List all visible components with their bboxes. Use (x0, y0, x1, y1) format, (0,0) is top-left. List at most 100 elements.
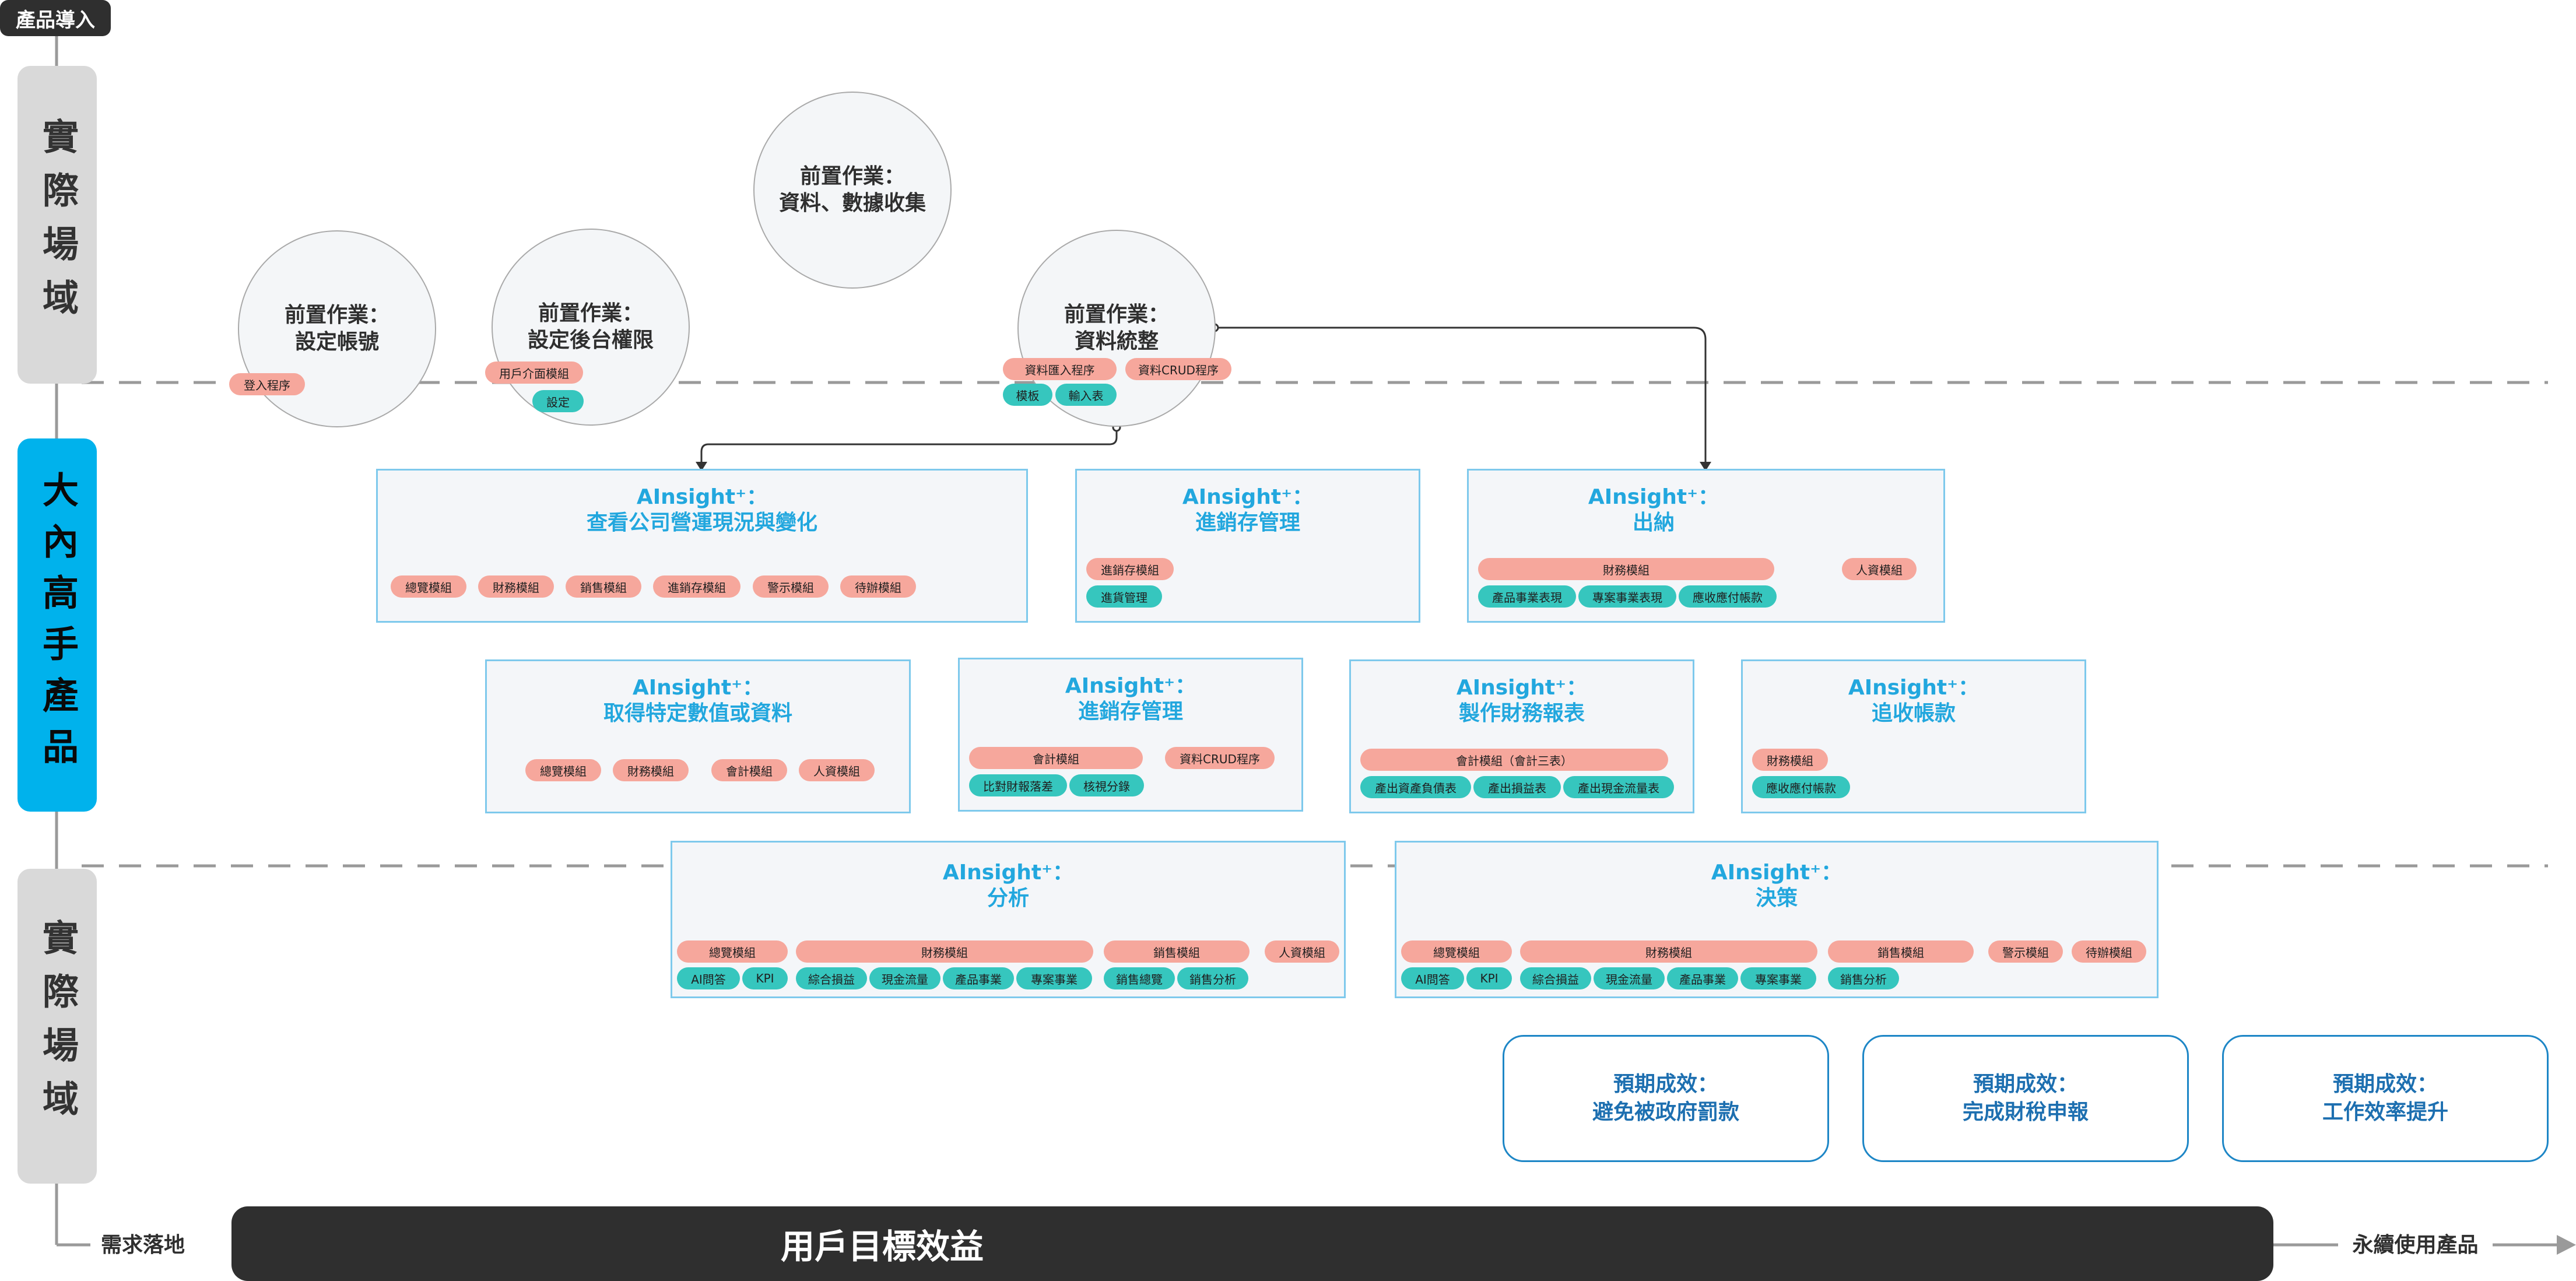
tag: AI問答 (677, 967, 740, 989)
card-specific-values[interactable]: AInsight⁺：取得特定數值或資料 總覽模組 財務模組 會計模組 人資模組 (485, 659, 911, 813)
card-company-overview[interactable]: AInsight⁺：查看公司營運現況與變化 總覽模組 財務模組 銷售模組 進銷存… (376, 469, 1028, 623)
tag: 產品事業 (1667, 967, 1738, 989)
product-intro-label: 產品導入 (0, 0, 111, 36)
card-title: AInsight⁺：決策 (1711, 861, 1842, 910)
tag-input-sheet: 輸入表 (1055, 384, 1117, 406)
tag-data-crud: 資料CRUD程序 (1125, 358, 1231, 380)
tag: 綜合損益 (1520, 967, 1591, 989)
tag: 銷售模組 (566, 575, 641, 598)
tag: 比對財報落差 (969, 774, 1067, 796)
tag: 進銷存模組 (1086, 558, 1174, 580)
side-band-text: 實際場域 (36, 919, 79, 1133)
tag: 核視分錄 (1069, 774, 1144, 796)
tag: 人資模組 (799, 759, 875, 781)
card-title: AInsight⁺：查看公司營運現況與變化 (586, 485, 817, 535)
tag: 專案事業 (1740, 967, 1816, 989)
card-title: AInsight⁺：取得特定數值或資料 (603, 676, 792, 725)
outcome-line: 預期成效： (1973, 1072, 2078, 1096)
card-analysis[interactable]: AInsight⁺：分析 總覽模組 財務模組 銷售模組 人資模組 AI問答 KP… (671, 841, 1346, 998)
sustained-use-label: 永續使用產品 (2338, 1230, 2493, 1261)
tag-settings: 設定 (532, 390, 584, 412)
circle-title-line: 資料、數據收集 (778, 191, 926, 215)
outcome-line: 避免被政府罰款 (1592, 1100, 1739, 1124)
tag: 會計模組 (969, 747, 1143, 769)
outcome-avoid-fines: 預期成效： 避免被政府罰款 (1503, 1035, 1829, 1162)
tag: 進貨管理 (1086, 585, 1162, 608)
card-inventory-reconcile[interactable]: AInsight⁺：進銷存管理 會計模組 資料CRUD程序 比對財報落差 核視分… (958, 658, 1303, 812)
card-inventory-management[interactable]: AInsight⁺：進銷存管理 進銷存模組 進貨管理 (1075, 469, 1420, 623)
tag: KPI (742, 967, 788, 989)
circle-title-line: 前置作業： (284, 303, 389, 327)
tag: 總覽模組 (1401, 940, 1512, 963)
circle-title-line: 前置作業： (1064, 303, 1169, 327)
side-band-text: 大內高手產品 (36, 471, 79, 779)
tag: 產品事業表現 (1478, 585, 1576, 608)
circle-title-line: 資料統整 (1074, 329, 1159, 353)
card-title: AInsight⁺：分析 (942, 861, 1074, 910)
tag-data-import: 資料匯入程序 (1003, 358, 1117, 380)
connector-to-overview (700, 429, 1118, 464)
connector-to-cashier (1215, 327, 1707, 464)
circle-title-line: 設定帳號 (294, 330, 379, 354)
circle-title-line: 前置作業： (538, 301, 643, 325)
tag: 會計模組 (711, 759, 787, 781)
tag: 資料CRUD程序 (1165, 747, 1275, 769)
tag: 財務模組 (613, 759, 689, 781)
card-decision[interactable]: AInsight⁺：決策 總覽模組 財務模組 銷售模組 警示模組 待辦模組 AI… (1395, 841, 2159, 998)
tag: 產出現金流量表 (1563, 776, 1674, 798)
tag: 總覽模組 (525, 759, 601, 781)
tag: 綜合損益 (796, 967, 867, 989)
tag: 財務模組 (796, 940, 1093, 963)
tag: 銷售模組 (1104, 940, 1250, 963)
tag: 人資模組 (1265, 940, 1339, 963)
outcome-efficiency: 預期成效： 工作效率提升 (2222, 1035, 2549, 1162)
card-collect-receivables[interactable]: AInsight⁺：追收帳款 財務模組 應收應付帳款 (1741, 659, 2086, 813)
tag: 待辦模組 (2072, 940, 2146, 963)
demand-landing-label: 需求落地 (90, 1230, 195, 1261)
circle-title-line: 前置作業： (799, 164, 905, 188)
side-band-field-bottom: 實際場域 (17, 869, 97, 1184)
card-title: AInsight⁺：出納 (1588, 485, 1719, 535)
outcome-tax-filing: 預期成效： 完成財稅申報 (1862, 1035, 2189, 1162)
tag: 財務模組 (478, 575, 554, 598)
tag: KPI (1466, 967, 1512, 989)
tag: 產出損益表 (1473, 776, 1561, 798)
tag: 產出資產負債表 (1360, 776, 1471, 798)
outcome-line: 工作效率提升 (2322, 1100, 2448, 1124)
user-goal-benefit-bar: 用戶目標效益 (231, 1206, 2273, 1281)
circle-title-line: 設定後台權限 (527, 328, 654, 352)
tag: 會計模組（會計三表） (1360, 749, 1668, 771)
tag: 銷售分析 (1828, 967, 1899, 989)
tag: 財務模組 (1478, 558, 1774, 580)
tag-template: 模板 (1003, 384, 1052, 406)
tag-login-procedure: 登入程序 (229, 373, 305, 395)
card-title: AInsight⁺：進銷存管理 (1182, 485, 1314, 535)
bar-label: 用戶目標效益 (780, 1227, 984, 1266)
tag: 警示模組 (1988, 940, 2063, 963)
prep-setup-account-circle: 前置作業： 設定帳號 (238, 230, 436, 427)
forward-arrow-icon (2557, 1235, 2576, 1255)
side-band-field-top: 實際場域 (17, 66, 97, 384)
outcome-line: 完成財稅申報 (1962, 1100, 2089, 1124)
tag: 專案事業表現 (1578, 585, 1676, 608)
prep-data-collection-circle: 前置作業： 資料、數據收集 (753, 92, 952, 289)
tag: 專案事業 (1016, 967, 1092, 989)
card-financial-statements[interactable]: AInsight⁺：製作財務報表 會計模組（會計三表） 產出資產負債表 產出損益… (1349, 659, 1694, 813)
side-band-text: 實際場域 (36, 117, 79, 332)
side-band-product: 大內高手產品 (17, 438, 97, 812)
tag: 銷售分析 (1177, 967, 1248, 989)
tag: 產品事業 (943, 967, 1014, 989)
outcome-line: 預期成效： (1613, 1072, 1718, 1096)
tag: 待辦模組 (840, 575, 916, 598)
tag: 應收應付帳款 (1679, 585, 1777, 608)
tag: AI問答 (1401, 967, 1464, 989)
card-title: AInsight⁺：製作財務報表 (1456, 676, 1588, 725)
tag: 財務模組 (1520, 940, 1817, 963)
tag: 人資模組 (1842, 558, 1917, 580)
tag: 警示模組 (753, 575, 829, 598)
tag: 現金流量 (1594, 967, 1665, 989)
tag: 總覽模組 (677, 940, 788, 963)
card-cashier[interactable]: AInsight⁺：出納 財務模組 人資模組 產品事業表現 專案事業表現 應收應… (1467, 469, 1945, 623)
tag: 應收應付帳款 (1752, 776, 1850, 798)
